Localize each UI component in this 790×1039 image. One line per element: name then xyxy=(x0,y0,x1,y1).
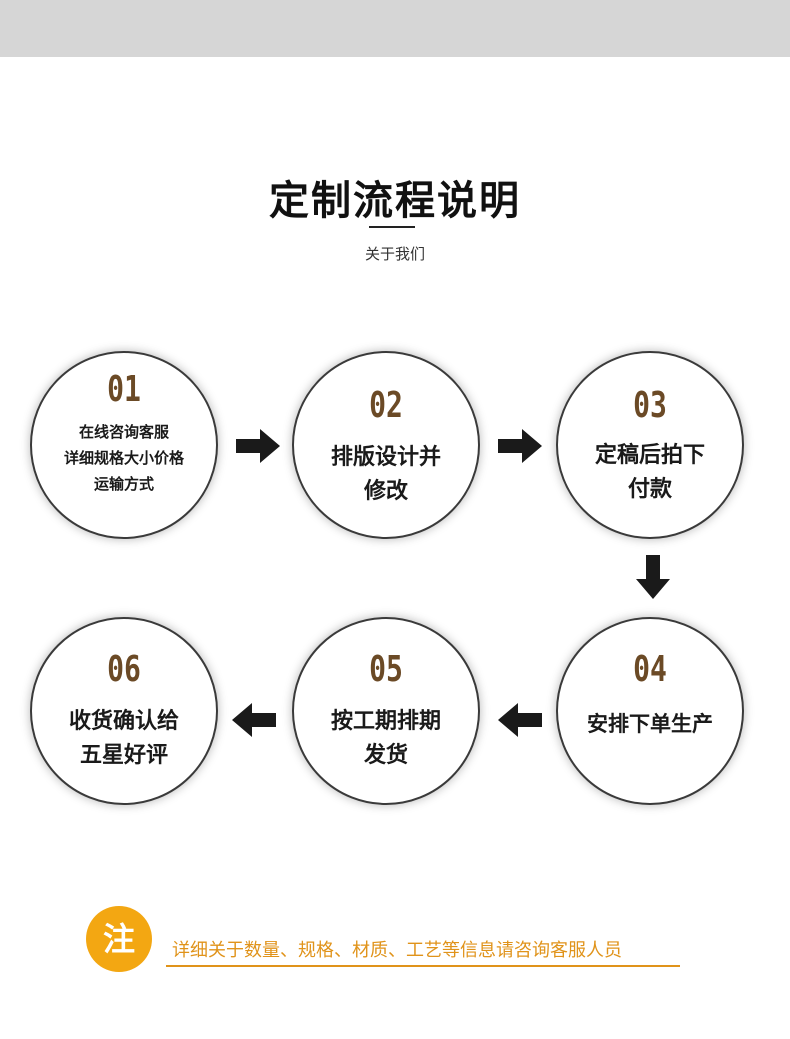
step-label: 收货确认给 五星好评 xyxy=(38,705,210,773)
step-label-line: 五星好评 xyxy=(79,743,168,768)
step-05-circle: 05 按工期排期 发货 xyxy=(292,617,480,805)
page-title: 定制流程说明 xyxy=(269,178,521,224)
step-label-line: 详细规格大小价格 xyxy=(63,449,184,467)
arrow-left-icon xyxy=(232,703,276,741)
step-03-circle: 03 定稿后拍下 付款 xyxy=(556,351,744,539)
top-band xyxy=(0,0,790,57)
arrow-right-icon xyxy=(498,429,542,467)
step-label-line: 运输方式 xyxy=(93,475,154,493)
step-number: 04 xyxy=(633,649,667,690)
step-number: 02 xyxy=(369,385,403,426)
note-text: 详细关于数量、规格、材质、工艺等信息请咨询客服人员 xyxy=(172,940,622,961)
step-label-line: 定稿后拍下 xyxy=(594,443,705,468)
step-number: 03 xyxy=(633,385,667,426)
step-label-line: 在线咨询客服 xyxy=(78,423,169,441)
step-number: 01 xyxy=(107,369,141,410)
note-underline xyxy=(166,965,680,967)
note-badge: 注 xyxy=(86,906,152,972)
arrow-down-icon xyxy=(636,555,670,603)
step-06-circle: 06 收货确认给 五星好评 xyxy=(30,617,218,805)
step-02-circle: 02 排版设计并 修改 xyxy=(292,351,480,539)
step-label: 按工期排期 发货 xyxy=(300,705,472,773)
title-divider xyxy=(369,226,415,228)
step-label: 定稿后拍下 付款 xyxy=(564,439,736,507)
step-label-line: 付款 xyxy=(627,477,672,502)
arrow-left-icon xyxy=(498,703,542,741)
step-label-line: 修改 xyxy=(363,479,408,504)
step-label: 安排下单生产 xyxy=(564,707,736,741)
arrow-right-icon xyxy=(236,429,280,467)
step-label-line: 按工期排期 xyxy=(330,709,441,734)
step-number: 05 xyxy=(369,649,403,690)
step-label-line: 收货确认给 xyxy=(68,709,179,734)
step-number: 06 xyxy=(107,649,141,690)
step-04-circle: 04 安排下单生产 xyxy=(556,617,744,805)
step-01-circle: 01 在线咨询客服 详细规格大小价格 运输方式 xyxy=(30,351,218,539)
step-label-line: 排版设计并 xyxy=(330,445,441,470)
step-label: 排版设计并 修改 xyxy=(300,441,472,509)
page-subtitle: 关于我们 xyxy=(364,245,425,263)
step-label-line: 安排下单生产 xyxy=(587,712,713,736)
step-label: 在线咨询客服 详细规格大小价格 运输方式 xyxy=(38,419,210,497)
step-label-line: 发货 xyxy=(363,743,408,768)
